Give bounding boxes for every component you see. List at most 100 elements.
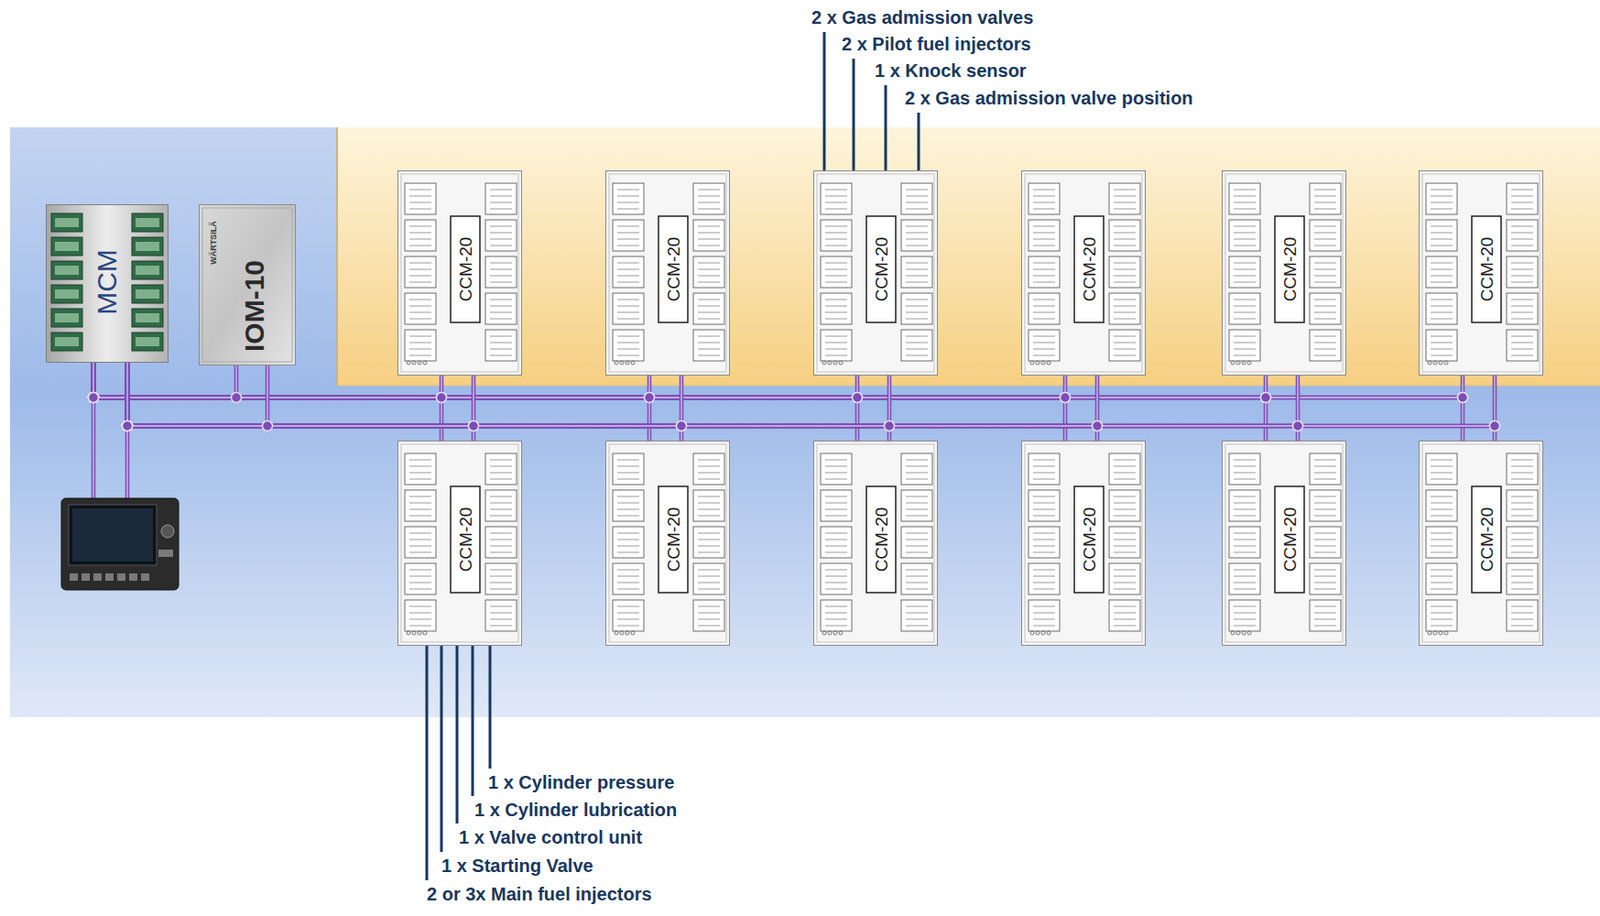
connector-pin — [409, 619, 432, 621]
connector-block — [612, 453, 644, 485]
connector-pin — [1511, 612, 1534, 614]
status-led — [1438, 360, 1443, 365]
connector-pin — [409, 612, 432, 614]
connector-pin — [1033, 582, 1056, 584]
connector-block — [404, 329, 436, 361]
connector-block — [1109, 256, 1141, 288]
connector-pin — [1511, 269, 1534, 271]
label-plate — [1274, 486, 1305, 593]
connector-pin — [1233, 202, 1256, 204]
signal-label: 1 x Cylinder pressure — [488, 772, 675, 794]
bus-junction — [1458, 392, 1469, 403]
connector-pin — [1233, 348, 1256, 350]
connector-pin — [1113, 239, 1136, 240]
connector-pin — [1113, 533, 1136, 534]
connector-pin — [1314, 466, 1337, 468]
module-housing — [1022, 171, 1146, 376]
connector-pin — [905, 269, 928, 271]
connector-pin — [697, 348, 720, 350]
connector-pin — [1233, 305, 1256, 307]
status-led — [1433, 631, 1437, 635]
connector-pin — [1511, 336, 1534, 338]
connector-pin — [135, 265, 160, 275]
connector-pin — [489, 588, 512, 590]
bus-junction — [852, 392, 863, 403]
connector-block — [612, 563, 644, 595]
connector-pin — [1113, 502, 1136, 504]
connector-block — [693, 489, 725, 522]
connector-pin — [1033, 472, 1056, 474]
connector-pin — [617, 533, 640, 534]
connector-pin — [1233, 545, 1256, 547]
connector-pin — [1430, 299, 1453, 301]
connector-block — [485, 256, 517, 288]
connector-block — [1506, 599, 1538, 632]
bus-junction — [231, 392, 242, 403]
bus-junction — [88, 392, 99, 403]
display-unit — [61, 498, 179, 590]
connector-pin — [825, 496, 848, 498]
connector-pin — [825, 336, 848, 338]
connector-pin — [1113, 232, 1136, 234]
connector-pin — [1314, 348, 1337, 350]
connector-pin — [1233, 208, 1256, 210]
connector-block — [485, 489, 517, 522]
bus-junction — [644, 392, 655, 403]
bus-junction — [1458, 392, 1469, 403]
connector-pin — [1430, 619, 1453, 621]
connector-pin — [1233, 625, 1256, 627]
label-plate — [866, 216, 896, 323]
connector-block — [1309, 329, 1341, 361]
connector-pin — [905, 195, 928, 197]
connector-pin — [1314, 552, 1337, 554]
connector-pin — [617, 459, 640, 461]
connector-pin — [409, 195, 432, 197]
connector-pin — [1113, 612, 1136, 614]
connector-pin — [1511, 582, 1534, 584]
module-housing — [814, 441, 938, 646]
connector-pin — [1113, 189, 1136, 191]
connector-pin — [1314, 232, 1337, 234]
connector-pin — [489, 299, 512, 301]
label-plate — [1074, 486, 1104, 593]
connector-pin — [617, 582, 640, 584]
status-led — [827, 631, 832, 635]
connector-pin — [697, 202, 720, 204]
connector-pin — [1113, 299, 1136, 301]
cylinder-control-module: CCM-20 — [605, 170, 730, 376]
connector-pin — [1314, 545, 1337, 547]
connector-pin — [1314, 226, 1337, 228]
connector-pin — [489, 619, 512, 621]
connector-block — [693, 219, 725, 251]
panel-edge — [337, 385, 1600, 387]
connector-block — [820, 489, 852, 522]
connector-pin — [617, 612, 640, 614]
status-led — [417, 360, 422, 365]
bus-junction — [122, 421, 133, 432]
connector-pin — [697, 189, 720, 191]
connector-pin — [617, 202, 640, 204]
bus-junctions — [88, 392, 1501, 432]
connector-pin — [1113, 245, 1136, 247]
connector-pin — [1430, 515, 1453, 517]
bus-junction — [122, 421, 133, 432]
connector-block — [1425, 329, 1458, 361]
connector-pin — [825, 478, 848, 480]
connector-pin — [1511, 545, 1534, 547]
connector-pin — [409, 625, 432, 627]
connector-block — [693, 563, 725, 595]
connector-pin — [825, 232, 848, 234]
connector-pin — [1430, 466, 1453, 468]
connector-block — [1425, 526, 1458, 558]
connector-pin — [1511, 239, 1534, 240]
connector-block — [612, 329, 644, 361]
label-plate — [450, 216, 480, 323]
bus-junction — [468, 421, 479, 432]
connector-pin — [1314, 202, 1337, 204]
connector-pin — [1033, 202, 1056, 204]
connector-pin — [905, 472, 928, 474]
connector-block — [1309, 183, 1341, 215]
connector-pin — [1233, 195, 1256, 197]
connector-pin — [697, 569, 720, 571]
